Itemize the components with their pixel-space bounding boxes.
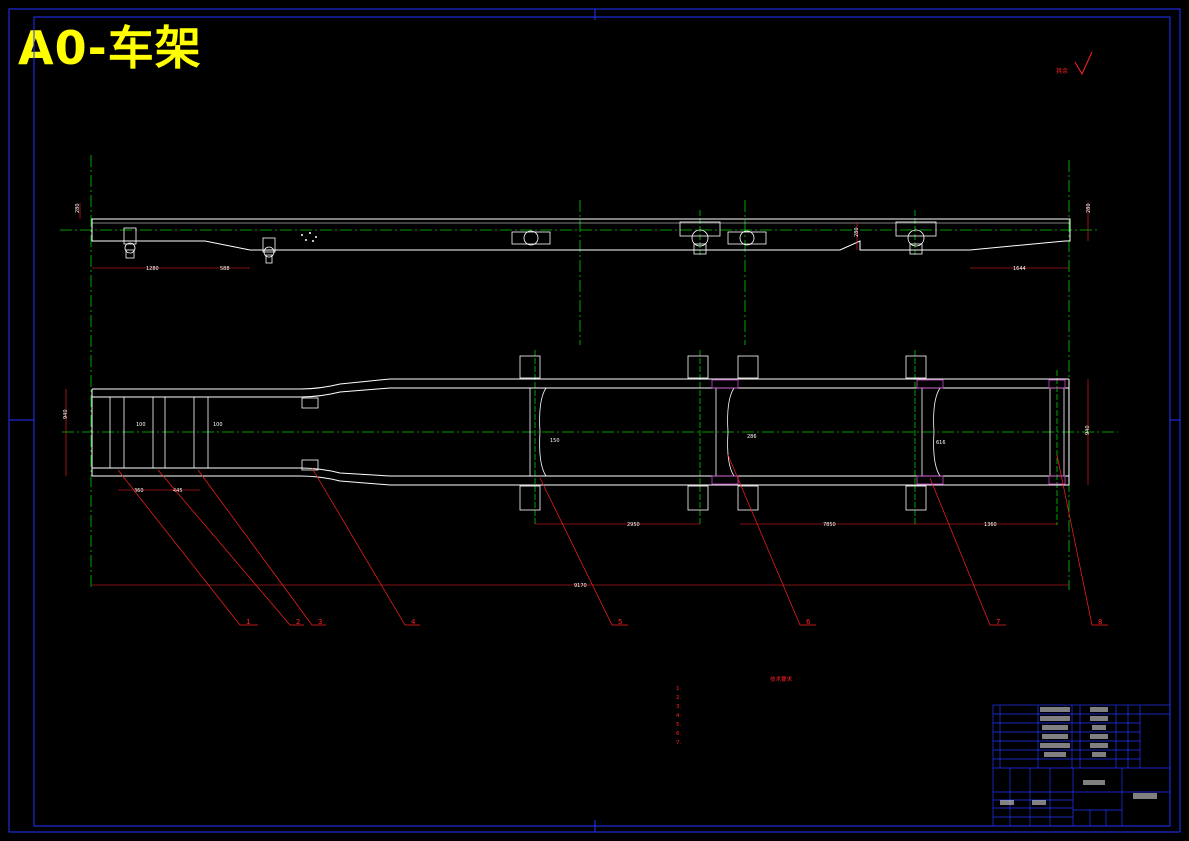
note-5: 5. [676,722,682,728]
balloon-labels: 1 2 3 4 5 6 7 8 [246,618,1102,626]
top-dim-c: 100 [136,422,146,428]
side-rail-outline [91,218,1071,251]
side-dim-left-1: 1280 [146,266,159,272]
note-1: 1. [676,686,682,692]
side-dim-height-right: 280 [1086,203,1092,213]
top-rail-upper [92,378,1069,398]
top-dim-width-right: 940 [1085,425,1091,435]
side-view: 1280 588 1644 280 280 280 [60,155,1100,590]
roughness-label: 其余 [1056,67,1068,75]
drawing-title: A0-车架 [18,21,202,75]
title-block [992,704,1171,827]
top-dim-span-2: 7850 [823,522,836,528]
balloon-5: 5 [618,618,622,626]
top-dim-span-1: 2950 [627,522,640,528]
top-dim-f: 286 [747,434,757,440]
balloon-4: 4 [411,618,416,626]
roughness-symbol: 其余 [1056,51,1093,76]
note-3: 3. [676,704,682,710]
title-block-fills [1000,707,1157,805]
notes-heading: 技术要求 [769,677,792,683]
leader-lines [117,454,1108,626]
balloon-7: 7 [996,618,1000,626]
balloon-2: 2 [296,618,300,626]
inner-border [33,16,1171,827]
top-dim-span-3: 1360 [984,522,997,528]
top-dim-e: 150 [550,438,560,444]
balloon-3: 3 [318,618,322,626]
side-dim-height-mid: 280 [854,227,860,237]
balloon-1: 1 [246,618,250,626]
side-dim-left-2: 588 [220,266,230,272]
top-dim-d: 100 [213,422,223,428]
note-4: 4. [676,713,682,719]
top-dim-a: 360 [134,488,144,494]
side-dim-right: 1644 [1013,266,1026,272]
balloon-6: 6 [806,618,811,626]
technical-notes: 技术要求 1. 2. 3. 4. 5. 6. 7. [676,676,876,748]
note-7: 7. [676,740,682,746]
top-view: 940 940 360 445 100 100 150 286 616 2950… [62,350,1118,589]
balloon-8: 8 [1098,618,1102,626]
top-dim-b: 445 [173,488,183,494]
side-dim-height-left: 280 [75,203,81,213]
note-6: 6. [676,731,682,737]
top-dim-width-left: 940 [63,409,69,419]
note-2: 2. [676,695,682,701]
outer-border [8,8,1181,833]
top-dim-g: 616 [936,440,946,446]
top-rail-lower [92,467,1069,486]
top-dim-total: 9170 [574,583,587,589]
